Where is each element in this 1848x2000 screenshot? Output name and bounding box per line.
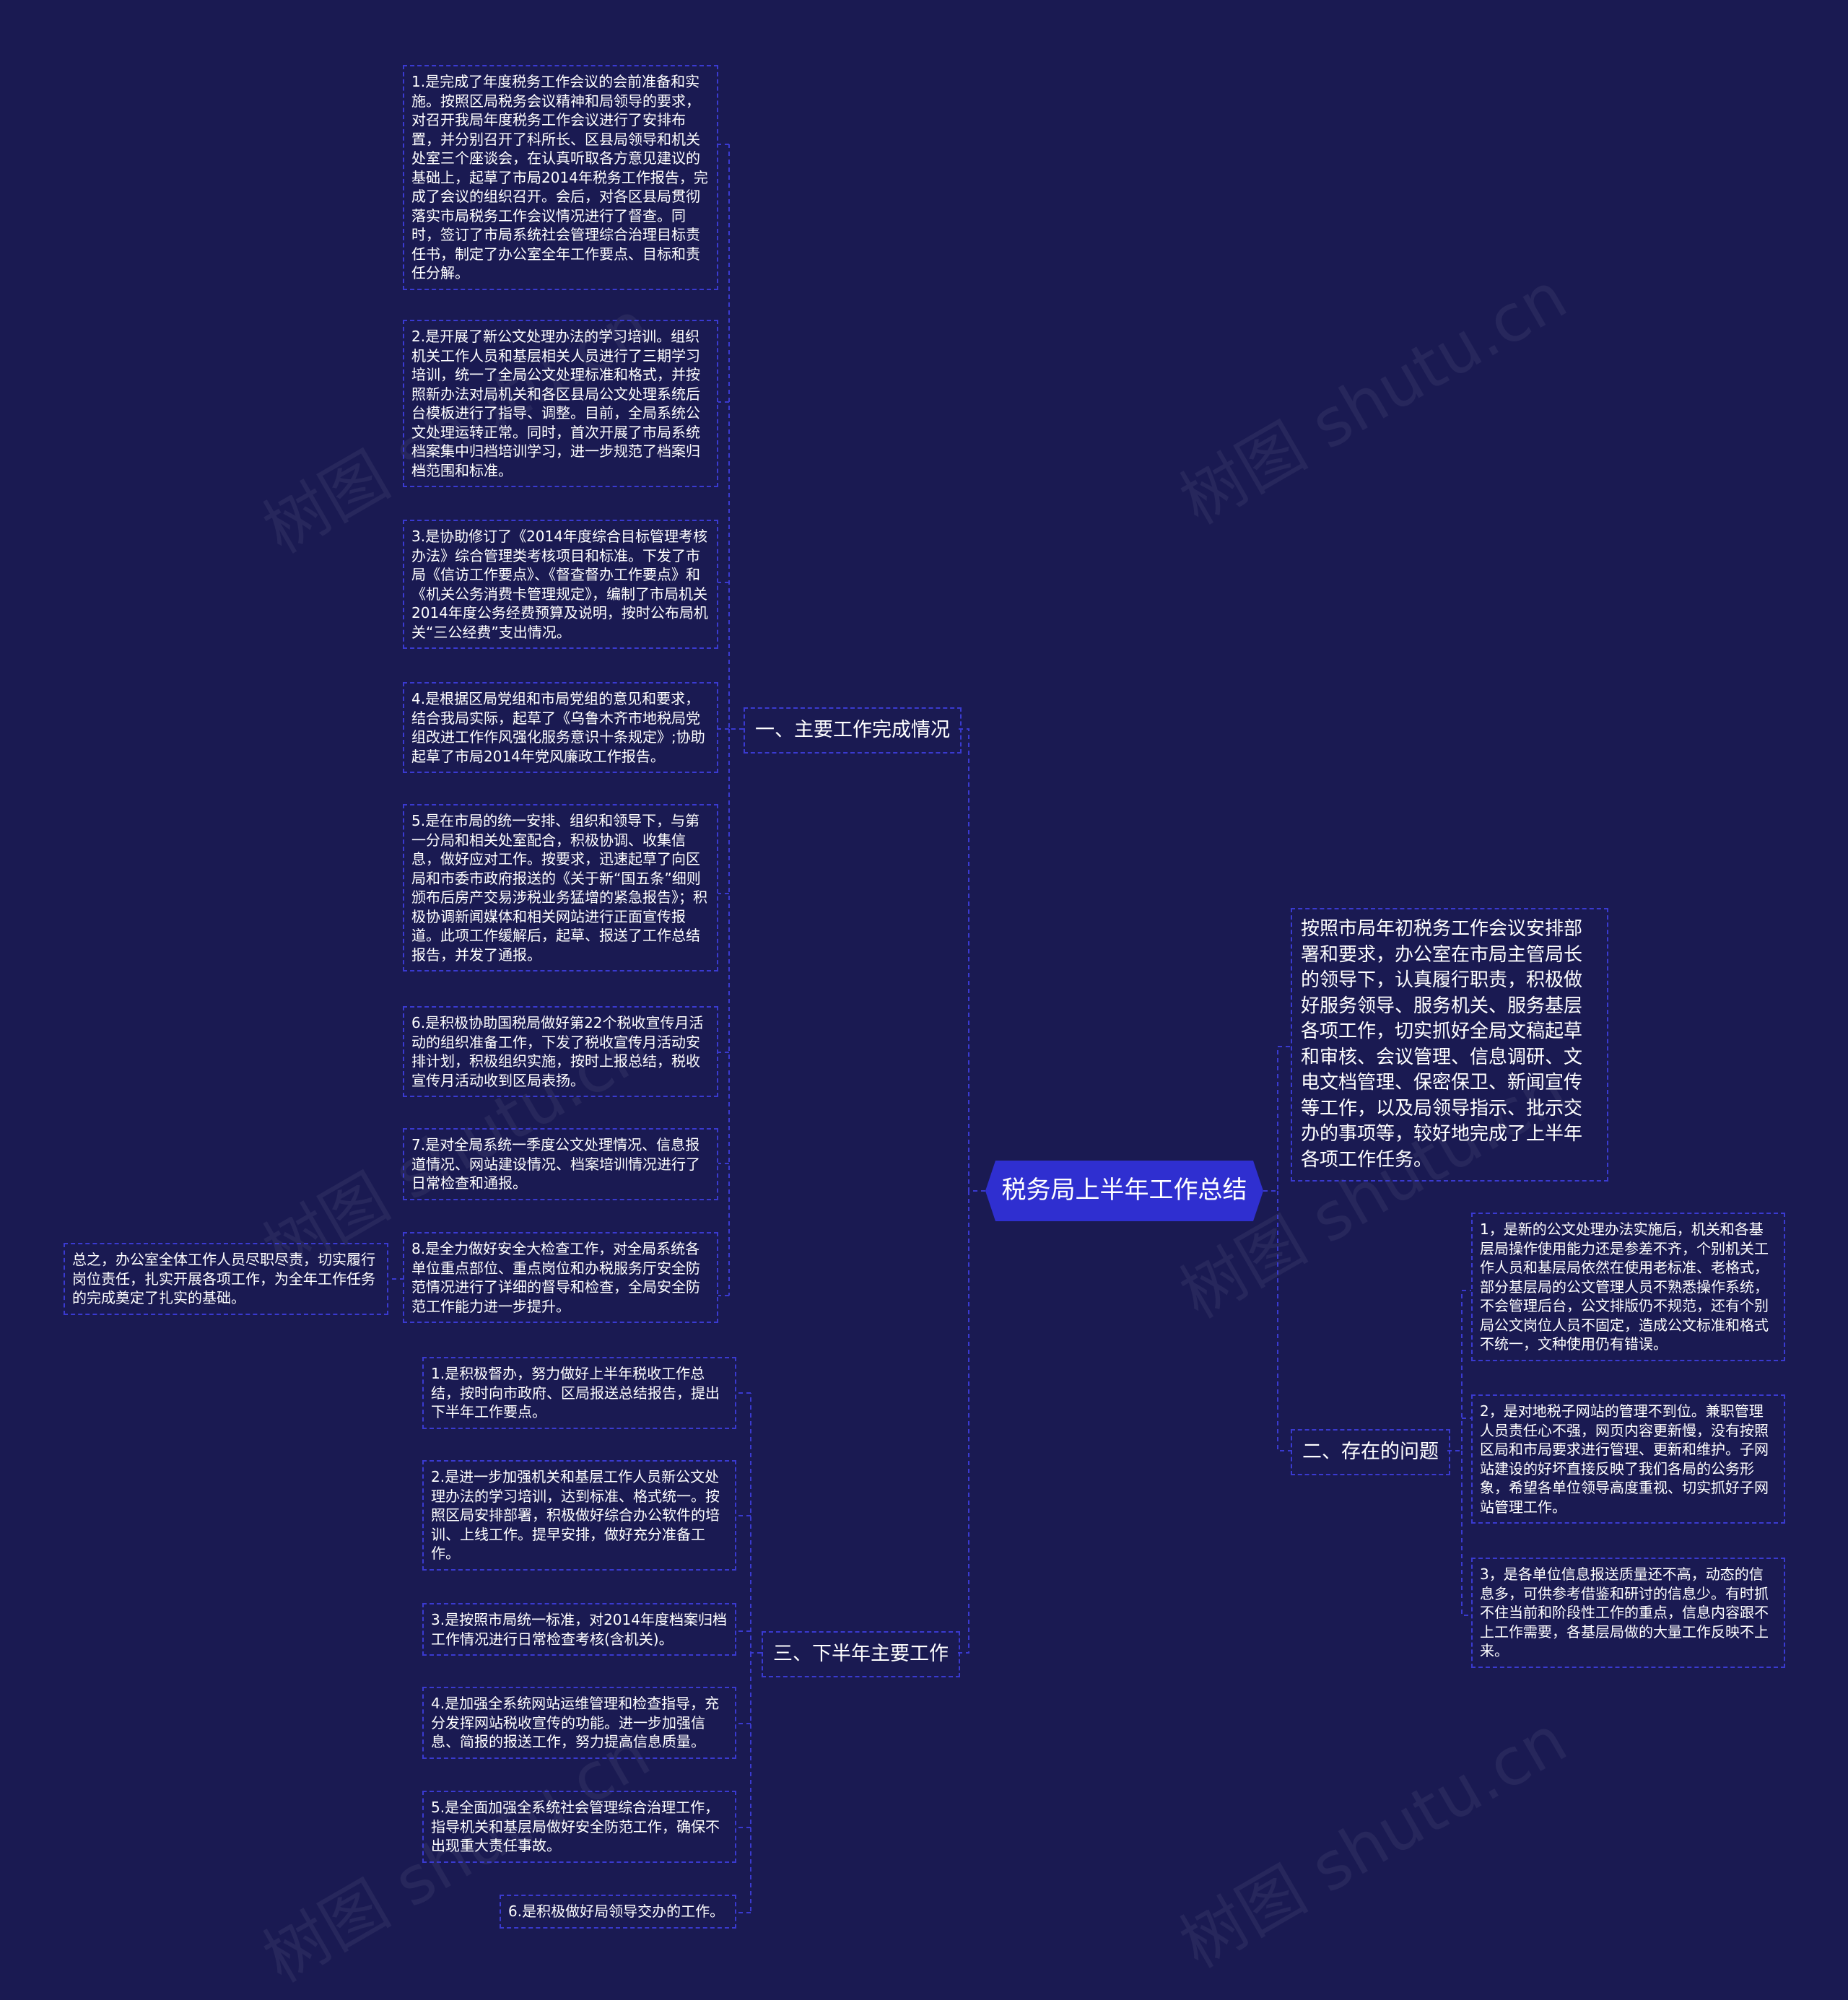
connector: [956, 1191, 969, 1654]
main-work-item-6[interactable]: 6.是积极协助国税局做好第22个税收宣传月活动的组织准备工作，下发了税收宣传月活…: [403, 1006, 718, 1097]
connector: [1277, 1191, 1291, 1451]
next-half-item-6[interactable]: 6.是积极做好局领导交办的工作。: [500, 1895, 736, 1929]
main-work-item-3[interactable]: 3.是协助修订了《2014年度综合目标管理考核办法》综合管理类考核项目和标准。下…: [403, 520, 718, 649]
connector: [1263, 1046, 1291, 1192]
problem-item-3[interactable]: 3，是各单位信息报送质量还不高，动态的信息多，可供参考借鉴和研讨的信息少。有时抓…: [1471, 1558, 1785, 1668]
connector: [1447, 1290, 1471, 1451]
problem-item-2[interactable]: 2，是对地税子网站的管理不到位。兼职管理人员责任心不强，网页内容更新慢，没有按照…: [1471, 1394, 1785, 1524]
next-half-item-2[interactable]: 2.是进一步加强机关和基层工作人员新公文处理办法的学习培训，达到标准、格式统一。…: [422, 1460, 736, 1571]
next-half-item-3[interactable]: 3.是按照市局统一标准，对2014年度档案归档工作情况进行日常检查考核(含机关)…: [422, 1603, 736, 1656]
connector: [728, 144, 744, 730]
branch-main-work[interactable]: 一、主要工作完成情况: [744, 707, 962, 754]
next-half-item-4[interactable]: 4.是加强全系统网站运维管理和检查指导，充分发挥网站税收宣传的功能。进一步加强信…: [422, 1687, 736, 1759]
problem-item-1[interactable]: 1，是新的公文处理办法实施后，机关和各基层局操作使用能力还是参差不齐，个别机关工…: [1471, 1213, 1785, 1361]
connector: [956, 728, 985, 1192]
next-half-item-1[interactable]: 1.是积极督办，努力做好上半年税收工作总结，按时向市政府、区局报送总结报告，提出…: [422, 1357, 736, 1429]
branch-next-half[interactable]: 三、下半年主要工作: [762, 1631, 960, 1677]
main-work-item-4[interactable]: 4.是根据区局党组和市局党组的意见和要求，结合我局实际，起草了《乌鲁木齐市地税局…: [403, 682, 718, 773]
main-work-item-1[interactable]: 1.是完成了年度税务工作会议的会前准备和实施。按照区局税务会议精神和局领导的要求…: [403, 65, 718, 290]
root-topic[interactable]: 税务局上半年工作总结: [985, 1161, 1263, 1221]
main-work-item-5[interactable]: 5.是在市局的统一安排、组织和领导下，与第一分局和相关处室配合，积极协调、收集信…: [403, 804, 718, 971]
main-work-item-7[interactable]: 7.是对全局系统一季度公文处理情况、信息报道情况、网站建设情况、档案培训情况进行…: [403, 1128, 718, 1200]
intro-node[interactable]: 按照市局年初税务工作会议安排部署和要求，办公室在市局主管局长的领导下，认真履行职…: [1291, 908, 1608, 1182]
main-work-item-8[interactable]: 8.是全力做好安全大检查工作，对全局系统各单位重点部位、重点岗位和办税服务厅安全…: [403, 1232, 718, 1323]
connector: [750, 1393, 762, 1654]
summary-node[interactable]: 总之，办公室全体工作人员尽职尽责，切实履行岗位责任，扎实开展各项工作，为全年工作…: [64, 1243, 388, 1315]
next-half-item-5[interactable]: 5.是全面加强全系统社会管理综合治理工作，指导机关和基层局做好安全防范工作，确保…: [422, 1791, 736, 1863]
branch-problems[interactable]: 二、存在的问题: [1291, 1429, 1450, 1475]
main-work-item-2[interactable]: 2.是开展了新公文处理办法的学习培训。组织机关工作人员和基层相关人员进行了三期学…: [403, 320, 718, 487]
connector: [1461, 1451, 1471, 1616]
